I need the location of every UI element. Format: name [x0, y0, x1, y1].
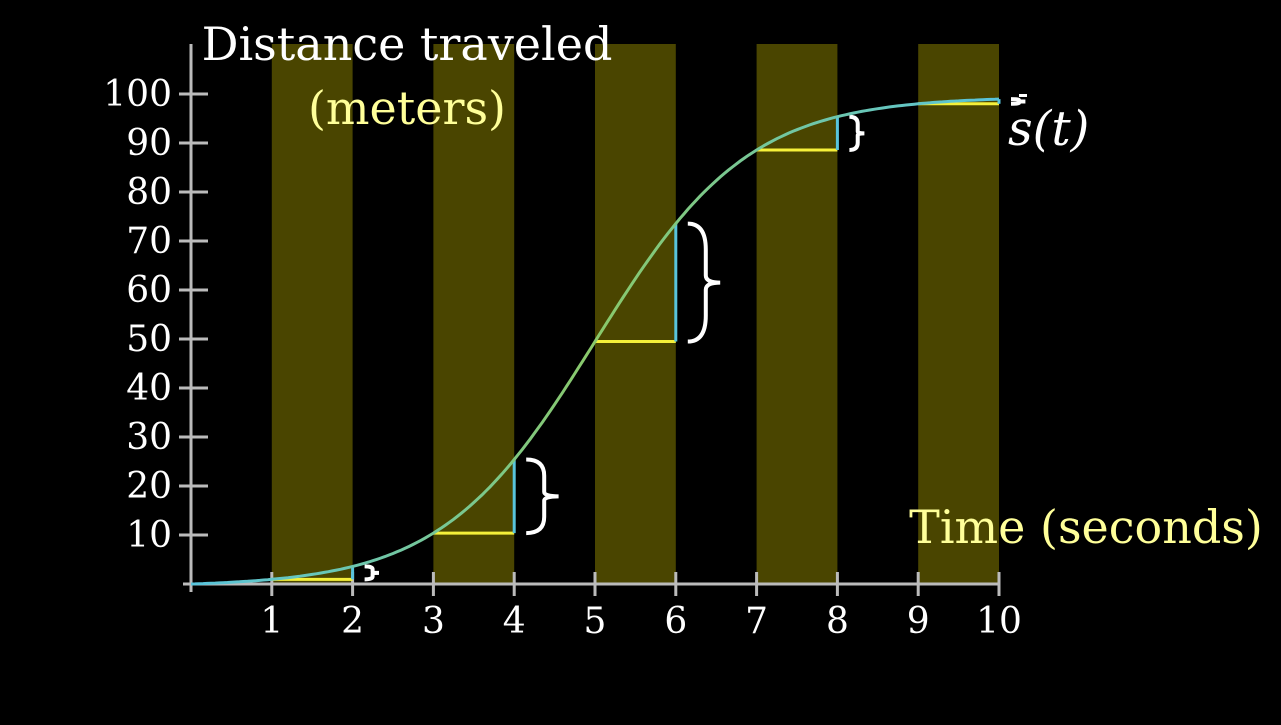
brace-9-10 [1010, 97, 1026, 106]
y-tick-label-10: 10 [126, 515, 172, 556]
x-tick-label-5: 5 [584, 601, 607, 642]
interval-bands [271, 44, 999, 584]
x-tick-label-10: 10 [976, 601, 1022, 642]
interval-band-5-6 [595, 44, 676, 584]
y-tick-label-90: 90 [126, 123, 172, 164]
series-line-s-t [190, 97, 1000, 586]
axes [179, 44, 1001, 596]
y-tick-label-80: 80 [126, 172, 172, 213]
x-tick-label-2: 2 [341, 601, 364, 642]
interval-band-1-2 [271, 44, 353, 584]
interval-band-9-10 [918, 44, 999, 584]
x-tick-label-6: 6 [664, 601, 687, 642]
x-tick-label-8: 8 [826, 601, 849, 642]
x-tick-label-4: 4 [503, 601, 526, 642]
brace-5-6 [687, 221, 721, 344]
y-axis-title-line2: (meters) [308, 81, 506, 135]
y-tick-label-100: 100 [103, 74, 172, 115]
interval-band-7-8 [756, 44, 838, 584]
brace-3-4 [526, 457, 559, 536]
y-axis-title-line1: Distance traveled [202, 17, 613, 71]
y-tick-label-60: 60 [126, 270, 172, 311]
brace-7-8 [849, 114, 865, 153]
y-tick-label-20: 20 [126, 466, 172, 507]
y-tick-label-50: 50 [126, 319, 172, 360]
y-tick-label-70: 70 [126, 221, 172, 262]
y-tick-label-30: 30 [126, 417, 172, 458]
y-tick-label-40: 40 [126, 368, 172, 409]
brace-1-2 [364, 564, 380, 582]
x-axis-title: Time (seconds) [909, 500, 1263, 554]
interval-braces [364, 97, 1026, 582]
x-tick-label-3: 3 [422, 601, 445, 642]
x-tick-label-9: 9 [907, 601, 930, 642]
curve-label: s(t) [1008, 101, 1089, 157]
tick-labels: 1 2 3 4 5 6 7 8 9 10 10 20 30 40 50 60 70 80 90 100 [103, 74, 1022, 642]
curve-label-dot [1019, 94, 1027, 97]
x-tick-label-7: 7 [745, 601, 768, 642]
x-tick-label-1: 1 [260, 601, 283, 642]
interval-band-3-4 [433, 44, 515, 584]
